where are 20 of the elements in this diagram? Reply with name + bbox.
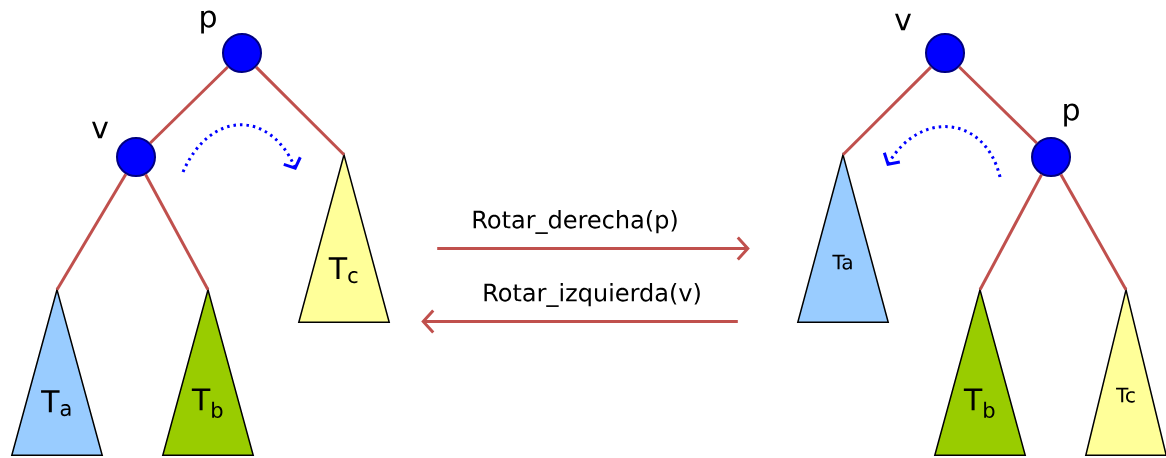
tree-edge <box>149 65 229 145</box>
tree-node-circle <box>925 33 965 73</box>
tree-node-circle <box>116 137 156 177</box>
arrow <box>421 309 738 334</box>
tree-node-circle <box>1031 137 1071 177</box>
node-label: p <box>201 10 216 34</box>
tree-node-circle <box>222 33 262 73</box>
tree-edge <box>978 173 1043 291</box>
node-label: v <box>92 121 108 139</box>
node-label: p <box>1064 103 1079 127</box>
tree-edge <box>144 173 210 291</box>
tree-edge <box>55 173 128 291</box>
edge-label: Rotar_izquierda(v) <box>484 283 700 307</box>
tree-edge <box>958 65 1038 145</box>
tree-edge <box>841 66 932 156</box>
edge-label: Rotar_derecha(p) <box>473 210 677 234</box>
tree-edge <box>1059 173 1128 291</box>
arrow <box>437 236 750 261</box>
node-label: v <box>895 13 911 31</box>
tree-edge <box>255 66 346 156</box>
